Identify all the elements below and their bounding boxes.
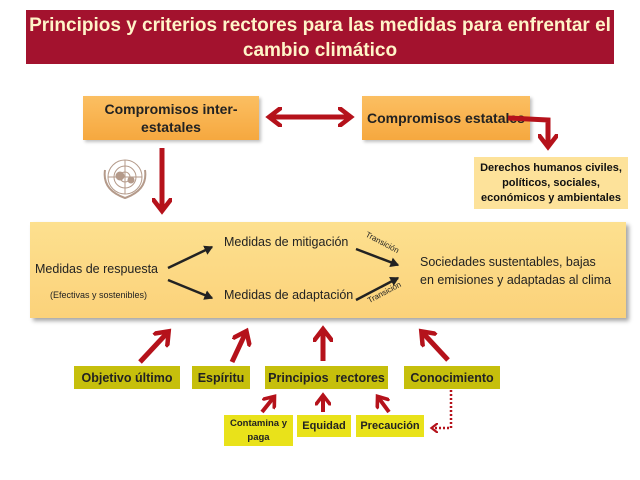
label-adaptacion: Medidas de adaptación (224, 288, 354, 302)
box-objetivo: Objetivo último (74, 366, 180, 389)
dotted-arrow-conocimiento-precaucion (432, 390, 453, 428)
arrow-conocimiento (422, 332, 450, 362)
box-espiritu: Espíritu (192, 366, 250, 389)
arrow-espiritu (229, 332, 246, 364)
slide-title: Principios y criterios rectores para las… (26, 10, 614, 64)
box-precaucion: Precaución (356, 415, 424, 437)
arrow-precaucion (378, 397, 391, 414)
arrow-transicion-2 (355, 276, 400, 302)
label-respuesta-sub: (Efectivas y sostenibles) (50, 290, 148, 300)
label-sociedades-1: Sociedades sustentables, bajas (420, 255, 596, 269)
box-estatales: Compromisos estatales (362, 96, 530, 140)
arrow-objetivo (138, 332, 168, 364)
box-medidas: Medidas de respuesta (Efectivas y sosten… (30, 222, 626, 318)
label-respuesta: Medidas de respuesta (35, 262, 158, 276)
un-emblem-icon (103, 159, 147, 200)
box-conocimiento: Conocimiento (404, 366, 500, 389)
box-derechos: Derechos humanos civiles, políticos, soc… (474, 157, 628, 209)
arrow-transicion-1 (355, 247, 400, 268)
arrow-to-adaptacion (167, 278, 214, 300)
label-mitigacion: Medidas de mitigación (224, 235, 349, 249)
arrow-to-derechos (507, 115, 548, 146)
box-contamina: Contamina y paga (224, 415, 293, 446)
box-principios: Principios rectores (265, 366, 388, 389)
arrow-to-mitigacion (167, 245, 214, 270)
label-sociedades-2: en emisiones y adaptadas al clima (420, 273, 612, 287)
box-equidad: Equidad (297, 415, 351, 437)
box-inter-estatales: Compromisos inter-estatales (83, 96, 259, 140)
arrow-contamina (260, 397, 274, 414)
